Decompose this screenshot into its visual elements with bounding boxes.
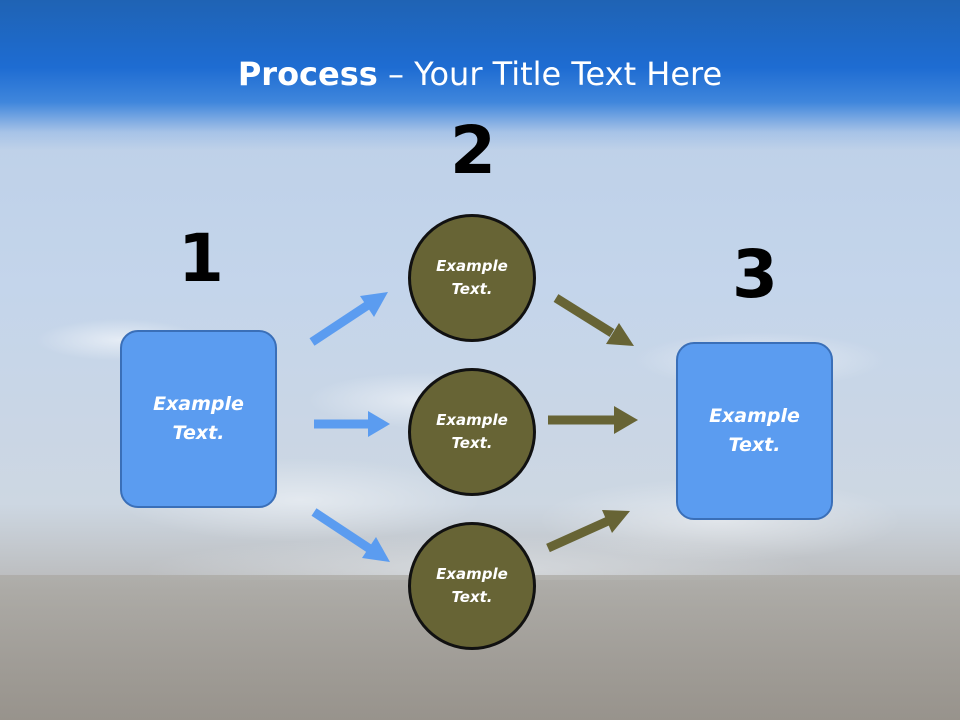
blue-arrow-right [314, 411, 390, 437]
circle-middle-line1: Example [436, 411, 508, 429]
blue-arrow-up [309, 292, 388, 346]
right-box-line1: Example [709, 405, 800, 427]
olive-arrow-right [548, 406, 638, 434]
circle-bottom-line1: Example [436, 565, 508, 583]
circle-top-line1: Example [436, 257, 508, 275]
olive-arrow-down [553, 294, 634, 346]
left-box-line2: Text. [172, 422, 225, 444]
circle-middle-line2: Text. [451, 434, 493, 452]
step-number-1: 1 [178, 220, 224, 297]
right-box-line2: Text. [728, 434, 781, 456]
slide-title: Process – Your Title Text Here [0, 52, 960, 96]
olive-arrow-up [546, 510, 630, 553]
title-rest: – Your Title Text Here [377, 55, 723, 93]
title-bold: Process [237, 55, 378, 93]
blue-arrow-down [311, 508, 390, 562]
step-number-3: 3 [732, 236, 778, 313]
left-box-line1: Example [153, 393, 244, 415]
title-banner [0, 0, 960, 150]
circle-top-line2: Text. [451, 280, 493, 298]
step-number-2: 2 [450, 112, 496, 189]
circle-bottom-line2: Text. [451, 588, 493, 606]
